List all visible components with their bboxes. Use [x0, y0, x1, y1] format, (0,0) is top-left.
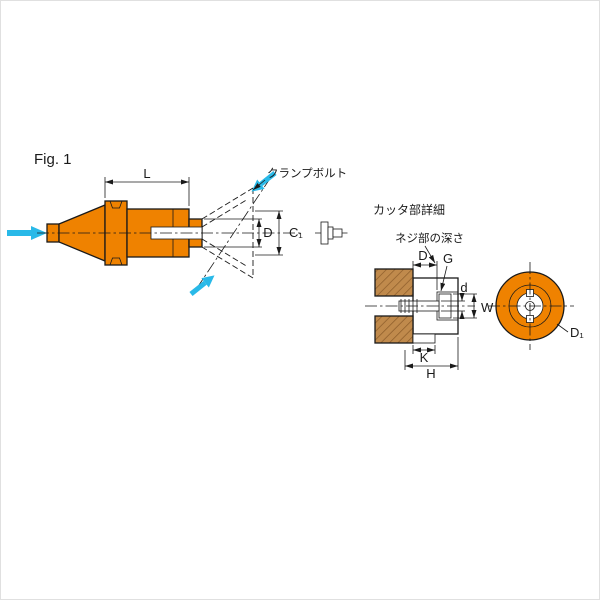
dim-D-label: D	[263, 225, 272, 240]
bolt-head	[320, 221, 329, 245]
dimension-W: W	[453, 293, 494, 319]
cutter-section-top	[374, 268, 414, 297]
dim-K-label: K	[420, 350, 429, 365]
dimension-H: H	[404, 337, 459, 381]
dimension-K: K	[412, 345, 436, 365]
front-view: D₁	[488, 262, 584, 350]
clamp-bolt-drawing	[315, 221, 349, 245]
thread-depth-leader	[424, 245, 436, 264]
dimension-L: L	[104, 166, 190, 206]
dimension-G: G	[440, 251, 453, 292]
dim-D1-leader	[556, 323, 569, 333]
detail-title: カッタ部詳細	[373, 202, 445, 217]
phantom-inner-bottom	[201, 238, 249, 268]
bolt-shank	[332, 228, 343, 238]
arbor-step	[412, 333, 436, 344]
flange-groove-top	[109, 200, 123, 209]
dimension-D-detail: D	[412, 248, 438, 290]
bolt-axis-centerline	[194, 176, 272, 292]
dimension-C1: C₁	[255, 210, 303, 256]
dimension-D1: D₁	[556, 323, 584, 340]
dim-H-label: H	[426, 366, 435, 381]
dim-W-label: W	[481, 300, 494, 315]
clamp-arrow-bottom-shaft	[189, 280, 207, 296]
dim-G-leader	[440, 265, 448, 292]
clamp-arrow-top-shaft	[259, 171, 277, 187]
detail-view: カッタ部詳細 ネジ部の深さ D	[365, 202, 494, 381]
phantom-bottom-edge	[201, 246, 254, 279]
phantom-top-edge	[201, 187, 254, 220]
flange-groove-bottom	[109, 257, 123, 266]
figure-label: Fig. 1	[34, 151, 72, 168]
thread-depth-label: ネジ部の深さ	[395, 231, 464, 245]
dim-G-label: G	[443, 251, 453, 266]
section-geometry	[365, 268, 475, 344]
clamp-bolt-label: クランプボルト	[267, 167, 347, 180]
main-view: L D C₁ クランプボルト	[7, 166, 349, 296]
clamp-arrow-bottom	[189, 275, 215, 296]
dim-d-label: d	[460, 280, 467, 295]
cutter-section-bottom	[374, 315, 414, 344]
section-bolt-shank	[398, 300, 440, 312]
dim-C1-label: C₁	[289, 225, 303, 240]
dim-D1-label: D₁	[570, 325, 584, 340]
clamp-bolt-callout: クランプボルト	[252, 167, 347, 191]
clamp-bolt-leader	[252, 179, 266, 191]
dimension-D-main: D	[204, 218, 273, 248]
dim-Dd-label: D	[418, 248, 427, 263]
bolt-collar	[327, 226, 334, 240]
clamp-arrow-bottom-head	[201, 275, 215, 288]
dim-L-label: L	[143, 166, 150, 181]
phantom-inner-top	[201, 198, 249, 228]
